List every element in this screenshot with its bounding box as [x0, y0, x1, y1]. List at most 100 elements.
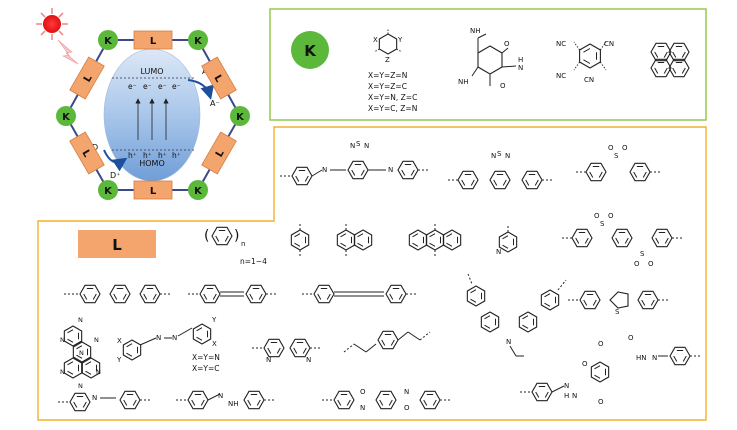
- svg-text:Y: Y: [116, 356, 122, 364]
- svg-text:HN: HN: [636, 354, 647, 362]
- svg-text:N: N: [79, 349, 84, 357]
- svg-text:h⁺: h⁺: [172, 151, 181, 160]
- svg-text:N: N: [94, 336, 99, 344]
- excitation-arrows: [135, 98, 169, 140]
- svg-text:N: N: [518, 64, 523, 72]
- svg-text:Y: Y: [397, 36, 403, 44]
- svg-text:K: K: [62, 112, 71, 123]
- svg-text:N: N: [505, 152, 510, 160]
- svg-text:L: L: [112, 236, 122, 254]
- svg-text:N: N: [404, 388, 409, 396]
- svg-text:NH: NH: [228, 400, 239, 408]
- l-x-condition-2: X=Y=C: [192, 364, 220, 373]
- svg-text:N: N: [322, 166, 327, 174]
- node-k-right: K: [230, 106, 250, 126]
- svg-text:h⁺: h⁺: [128, 151, 137, 160]
- svg-text:X=Y=N, Z=C: X=Y=N, Z=C: [368, 93, 417, 102]
- l-structure-diphenylbutadiyne: [302, 284, 416, 304]
- svg-text:L: L: [150, 186, 157, 197]
- svg-text:X: X: [117, 337, 122, 345]
- svg-text:NH: NH: [458, 78, 469, 86]
- svg-text:O: O: [628, 334, 634, 342]
- linker-upper-left: L: [69, 56, 105, 100]
- svg-text:H: H: [564, 392, 569, 400]
- l-badge: L: [78, 230, 156, 258]
- l-structure-diphenylacetylene: [188, 284, 276, 304]
- svg-text:X: X: [373, 36, 378, 44]
- l-structure-pyridine: N: [496, 224, 518, 256]
- node-k-top-right: K: [188, 30, 208, 50]
- l-structure-terphenyl: [64, 284, 172, 304]
- svg-text:NC: NC: [556, 72, 566, 80]
- svg-text:N: N: [360, 404, 365, 412]
- svg-text:S: S: [356, 140, 361, 148]
- l-structure-benzobisoxazole: O N N O: [322, 388, 450, 412]
- svg-text:L: L: [211, 73, 224, 85]
- svg-text:H: H: [518, 56, 523, 64]
- svg-text:N: N: [172, 334, 177, 342]
- svg-text:CN: CN: [584, 76, 594, 84]
- l-structure-benzothiadiazole-diphenyl: N S N: [448, 150, 552, 190]
- node-k-bottom-right: K: [188, 180, 208, 200]
- svg-text:L: L: [79, 148, 92, 160]
- svg-text:N: N: [78, 382, 83, 390]
- svg-text:e⁻: e⁻: [158, 82, 167, 91]
- svg-text:N: N: [306, 356, 311, 364]
- k-structure-keto-enamine: NH O O H N NH: [458, 27, 523, 90]
- svg-text:n: n: [241, 240, 245, 248]
- acceptor-reduced-label: A⁻: [210, 99, 220, 108]
- svg-text:S: S: [614, 152, 619, 160]
- svg-text:N: N: [96, 368, 101, 376]
- svg-text:O: O: [582, 360, 588, 368]
- lumo-label: LUMO: [140, 67, 163, 76]
- svg-text:O: O: [598, 398, 604, 406]
- svg-text:O: O: [634, 260, 640, 268]
- svg-text:N: N: [60, 336, 65, 344]
- hole-transfer-arrow: [103, 149, 128, 172]
- l-structure-thiophene-diphenyl: S: [568, 290, 668, 316]
- svg-text:X=Y=C, Z=N: X=Y=C, Z=N: [368, 104, 417, 113]
- svg-text:K: K: [194, 36, 203, 47]
- svg-text:Z: Z: [385, 56, 390, 64]
- l-structure-carbazole: N: [466, 273, 567, 357]
- l-structure-heptazine: N N N N N N N: [60, 316, 101, 390]
- svg-text:N: N: [78, 316, 83, 324]
- k-panel-frame: [269, 8, 707, 121]
- svg-text:e⁻: e⁻: [172, 82, 181, 91]
- sun-icon: [36, 8, 68, 40]
- svg-text:L: L: [82, 73, 95, 85]
- l-structure-hydrazone: N NH: [176, 390, 274, 410]
- donor-oxidized-label: D⁺: [110, 171, 120, 180]
- svg-text:h⁺: h⁺: [143, 151, 152, 160]
- node-k-bottom-left: K: [98, 180, 118, 200]
- k-conditions: X=Y=Z=N X=Y=Z=C X=Y=N, Z=C X=Y=C, Z=N: [368, 71, 417, 113]
- svg-text:N: N: [156, 334, 161, 342]
- k-panel: K X Y Z X=Y=Z=N X=Y=Z=C X=Y=N, Z=C X=Y=C…: [291, 27, 690, 113]
- svg-text:S: S: [615, 308, 620, 316]
- svg-text:Y: Y: [211, 316, 217, 324]
- svg-text:O: O: [648, 260, 654, 268]
- svg-text:O: O: [360, 388, 366, 396]
- node-k-top-left: K: [98, 30, 118, 50]
- donor-label: D: [92, 143, 98, 152]
- svg-text:O: O: [622, 144, 628, 152]
- svg-text:e⁻: e⁻: [143, 82, 152, 91]
- k-structure-pyrene: [650, 42, 690, 78]
- svg-text:N: N: [496, 248, 501, 256]
- svg-text:X=Y=Z=C: X=Y=Z=C: [368, 82, 407, 91]
- l-structure-polyphenylene: ( ) n n=1~4: [204, 226, 267, 266]
- svg-text:CN: CN: [604, 40, 614, 48]
- l-structure-hydrazide: N H N O O O O HN N: [520, 334, 700, 406]
- svg-text:(: (: [204, 228, 209, 244]
- linker-upper-right: L: [201, 56, 237, 100]
- svg-text:NC: NC: [556, 40, 566, 48]
- svg-text:N: N: [60, 368, 65, 376]
- svg-text:K: K: [104, 186, 113, 197]
- linker-lower-left: L: [69, 131, 105, 175]
- svg-text:K: K: [104, 36, 113, 47]
- svg-text:N: N: [491, 152, 496, 160]
- l-panel-frame: [37, 126, 707, 421]
- svg-text:O: O: [608, 144, 614, 152]
- l-structure-naphthalene: [336, 222, 373, 258]
- node-k-left: K: [56, 106, 76, 126]
